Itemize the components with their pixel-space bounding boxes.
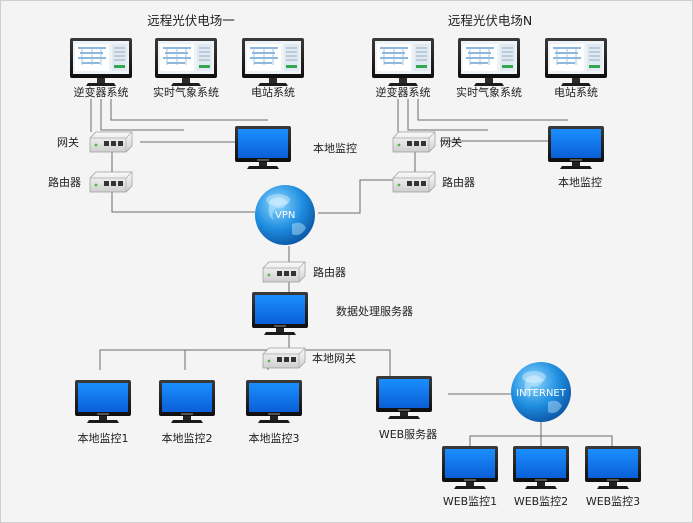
local-monitor-screen xyxy=(159,380,215,423)
router-device xyxy=(262,261,306,283)
gateway-label: 网关 xyxy=(57,136,79,149)
web-monitor-screen xyxy=(585,446,641,489)
internet-label: INTERNET xyxy=(516,388,566,399)
site-title: 远程光伏电场N xyxy=(447,13,533,28)
gateway-device xyxy=(262,347,306,369)
weather-system-monitor xyxy=(457,37,521,87)
local-monitor-screen xyxy=(75,380,131,423)
site-local-monitor-pc xyxy=(235,126,291,169)
site-local-monitor-pc xyxy=(548,126,604,169)
web-server xyxy=(376,376,432,419)
router-label: 路由器 xyxy=(442,176,475,189)
web-monitor-label: WEB监控3 xyxy=(585,495,641,508)
inverter-system-label: 逆变器系统 xyxy=(73,86,129,99)
station-system-monitor xyxy=(241,37,305,87)
local-monitor-label: 本地监控1 xyxy=(77,432,129,445)
internet-globe-icon xyxy=(511,362,571,422)
local-gateway-label: 本地网关 xyxy=(312,352,356,365)
router-label: 路由器 xyxy=(48,176,81,189)
local-monitor-screen xyxy=(246,380,302,423)
inverter-system-label: 逆变器系统 xyxy=(375,86,431,99)
local-monitor-label: 本地监控 xyxy=(558,176,602,189)
router-device xyxy=(89,171,133,193)
local-monitor-label: 本地监控3 xyxy=(248,432,300,445)
site-title: 远程光伏电场一 xyxy=(147,13,235,28)
station-system-monitor xyxy=(544,37,608,87)
gateway-device xyxy=(89,131,133,153)
vpn-label: VPN xyxy=(275,210,296,221)
web-monitor-screen xyxy=(513,446,569,489)
station-system-label: 电站系统 xyxy=(554,86,598,99)
web-server-label: WEB服务器 xyxy=(378,428,438,441)
center-router-label: 路由器 xyxy=(313,266,346,279)
gateway-label: 网关 xyxy=(440,136,462,149)
vpn-globe-icon xyxy=(255,185,315,245)
weather-system-label: 实时气象系统 xyxy=(153,86,219,99)
web-monitor-label: WEB监控1 xyxy=(442,495,498,508)
weather-system-monitor xyxy=(154,37,218,87)
station-system-label: 电站系统 xyxy=(251,86,295,99)
data-processing-server xyxy=(252,292,308,335)
local-monitor-label: 本地监控 xyxy=(313,142,357,155)
router-device xyxy=(392,171,436,193)
data-server-label: 数据处理服务器 xyxy=(336,305,413,318)
weather-system-label: 实时气象系统 xyxy=(456,86,522,99)
inverter-system-monitor xyxy=(69,37,133,87)
inverter-system-monitor xyxy=(371,37,435,87)
web-monitor-screen xyxy=(442,446,498,489)
local-monitor-label: 本地监控2 xyxy=(161,432,213,445)
web-monitor-label: WEB监控2 xyxy=(513,495,569,508)
gateway-device xyxy=(392,131,436,153)
